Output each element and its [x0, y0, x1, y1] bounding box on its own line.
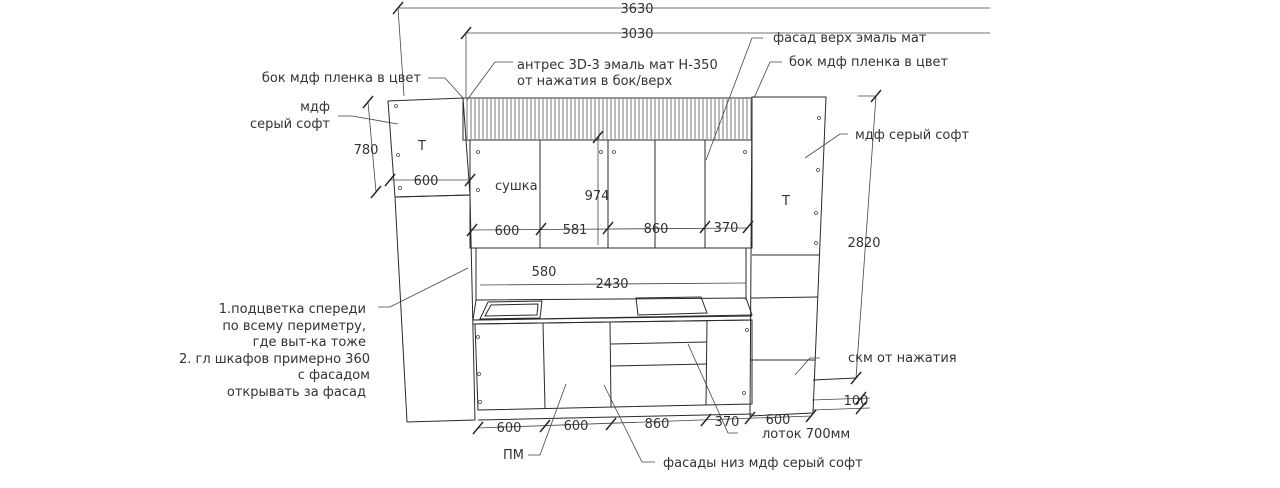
dim-inner-width: 3030 — [620, 27, 653, 42]
dim-plinth: 100 — [844, 394, 869, 409]
dim-left-upper-height: 780 — [354, 143, 379, 158]
label-tray: лоток 700мм — [762, 427, 850, 442]
dim-total-width: 3630 — [620, 2, 653, 17]
dim-base-4: 370 — [715, 415, 740, 430]
dim-total-height: 2820 — [847, 236, 880, 251]
label-left-T: Т — [417, 139, 426, 154]
note-line: 2. гл шкафов примерно 360 — [179, 352, 370, 367]
label-antresol-1: антрес 3D-3 эмаль мат Н-350 — [517, 58, 718, 73]
dim-wall-2: 581 — [563, 223, 588, 238]
dimension-lines — [362, 1, 990, 435]
label-facades-bottom: фасады низ мдф серый софт — [663, 456, 863, 471]
dim-left-depth: 600 — [414, 174, 439, 189]
note-line: где выт-ка тоже — [253, 335, 366, 350]
label-dryer: сушка — [495, 179, 538, 194]
hob — [635, 296, 708, 316]
label-facade-top: фасад верх эмаль мат — [773, 31, 927, 46]
label-antresol-2: от нажатия в бок/верх — [517, 74, 673, 89]
dim-backsplash: 580 — [532, 265, 557, 280]
note-block: 1.подцветка спереди по всему периметру, … — [179, 302, 370, 400]
note-line: 1.подцветка спереди — [219, 302, 366, 317]
dim-base-5: 600 — [766, 413, 791, 428]
left-tall-cabinet — [387, 97, 476, 423]
countertop — [472, 296, 753, 325]
antresol-panel — [462, 97, 753, 141]
dim-base-1: 600 — [497, 421, 522, 436]
label-side-left: бок мдф пленка в цвет — [262, 71, 422, 86]
dim-wall-height: 974 — [585, 189, 610, 204]
label-side-right: бок мдф пленка в цвет — [789, 55, 949, 70]
dim-base-3: 860 — [645, 417, 670, 432]
right-tall-cabinet — [749, 96, 857, 417]
label-mdf-right: мдф серый софт — [855, 128, 970, 143]
label-mdf-left-2: серый софт — [250, 117, 330, 132]
leader-lines — [338, 37, 848, 463]
base-cabinets — [474, 319, 753, 421]
dim-base-2: 600 — [564, 419, 589, 434]
wall-cabinets — [469, 139, 753, 300]
label-right-T: Т — [781, 194, 790, 209]
note-line: открывать за фасад — [227, 385, 366, 400]
note-line: по всему периметру, — [222, 319, 366, 334]
dim-wall-1: 600 — [495, 224, 520, 239]
note-line: с фасадом — [298, 368, 370, 383]
dim-counter-width: 2430 — [595, 277, 628, 292]
label-skm: скм от нажатия — [848, 351, 957, 366]
sink — [479, 300, 543, 320]
label-pm: ПМ — [503, 448, 524, 463]
dim-wall-4: 370 — [714, 221, 739, 236]
dim-wall-3: 860 — [644, 222, 669, 237]
label-mdf-left-1: мдф — [300, 100, 330, 115]
